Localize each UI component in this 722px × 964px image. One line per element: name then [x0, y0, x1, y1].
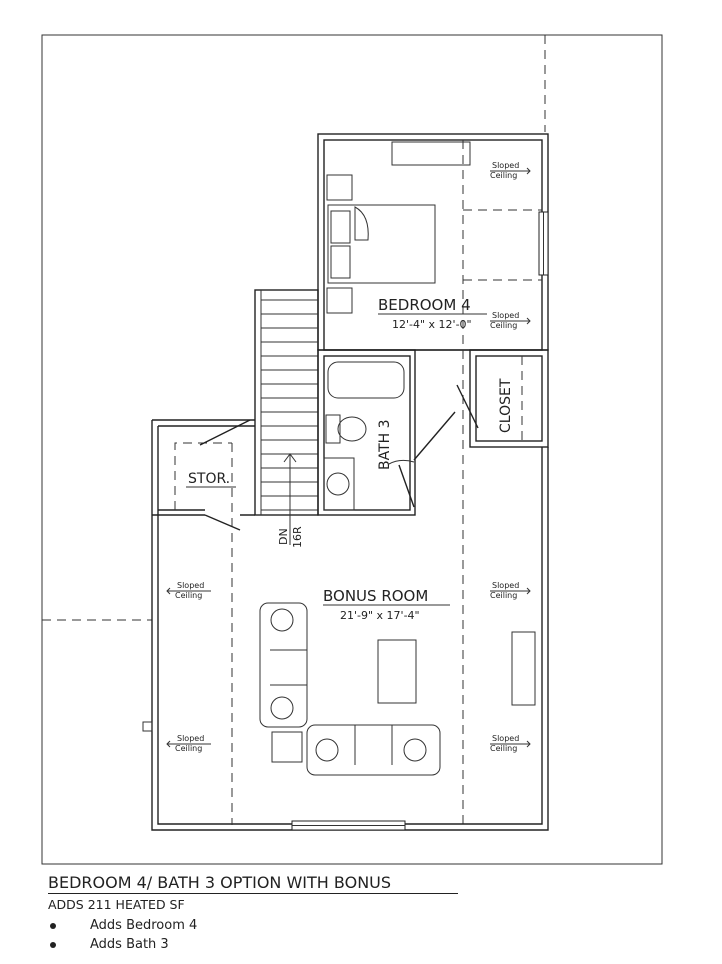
bath-door: [398, 464, 415, 508]
arrow-icon: [166, 587, 171, 595]
bullet-item: Adds Bedroom 4: [50, 918, 197, 933]
storage-label: STOR.: [188, 471, 230, 487]
bath-label: BATH 3: [377, 419, 393, 470]
bullet-icon: [50, 922, 56, 929]
bonus-dims: 21'-9" x 17'-4": [340, 609, 420, 622]
toilet: [337, 416, 367, 442]
stairs: [254, 289, 319, 545]
vanity: [323, 457, 355, 511]
caption-title: BEDROOM 4/ BATH 3 OPTION WITH BONUS: [48, 873, 458, 894]
console-table: [511, 631, 536, 706]
loveseat: [306, 724, 441, 776]
svg-text:Ceiling: Ceiling: [490, 591, 517, 600]
bathtub: [327, 361, 405, 399]
nightstand: [326, 174, 353, 201]
arrow-icon: [526, 740, 531, 748]
coffee-table: [377, 639, 417, 704]
arrow-icon: [526, 587, 531, 595]
sheet-border: [41, 34, 663, 865]
svg-text:Ceiling: Ceiling: [490, 171, 517, 180]
bonus-label: BONUS ROOM: [323, 587, 428, 605]
nightstand: [326, 287, 353, 314]
stair-risers: 16R: [291, 526, 304, 548]
arrow-icon: [526, 317, 531, 325]
toilet-tank: [325, 414, 341, 444]
bedroom-walls: [317, 133, 549, 351]
svg-text:Sloped: Sloped: [492, 311, 519, 320]
svg-text:Sloped: Sloped: [492, 161, 519, 170]
stair-direction: DN: [277, 528, 290, 545]
svg-text:Sloped: Sloped: [492, 734, 519, 743]
svg-text:Sloped: Sloped: [177, 734, 204, 743]
closet-label: CLOSET: [498, 378, 514, 433]
svg-text:Sloped: Sloped: [492, 581, 519, 590]
bullet-icon: [50, 941, 56, 948]
side-table: [271, 731, 303, 763]
closet-door: [456, 384, 479, 429]
caption-subtitle: ADDS 211 HEATED SF: [48, 897, 185, 912]
dresser: [391, 141, 471, 166]
stor-door: [199, 419, 251, 446]
bullet-item: Adds Bath 3: [50, 937, 169, 952]
svg-text:Ceiling: Ceiling: [490, 744, 517, 753]
arrow-icon: [166, 740, 171, 748]
svg-text:Ceiling: Ceiling: [175, 591, 202, 600]
bedroom-label: BEDROOM 4: [378, 296, 471, 314]
closet-walls: [413, 349, 549, 461]
stor-door: [204, 514, 241, 531]
bed: [327, 204, 436, 284]
svg-text:Sloped: Sloped: [177, 581, 204, 590]
bedroom-dims: 12'-4" x 12'-0": [392, 318, 472, 331]
bullet-text: Adds Bedroom 4: [90, 918, 198, 933]
arrow-icon: [526, 167, 531, 175]
bath-walls: [317, 349, 416, 516]
bullet-text: Adds Bath 3: [90, 937, 169, 952]
svg-text:Ceiling: Ceiling: [490, 321, 517, 330]
bath-entry-door: [413, 411, 456, 461]
sink: [326, 472, 350, 496]
sofa: [259, 602, 308, 728]
storage-ceiling-line: [174, 442, 232, 510]
svg-text:Ceiling: Ceiling: [175, 744, 202, 753]
